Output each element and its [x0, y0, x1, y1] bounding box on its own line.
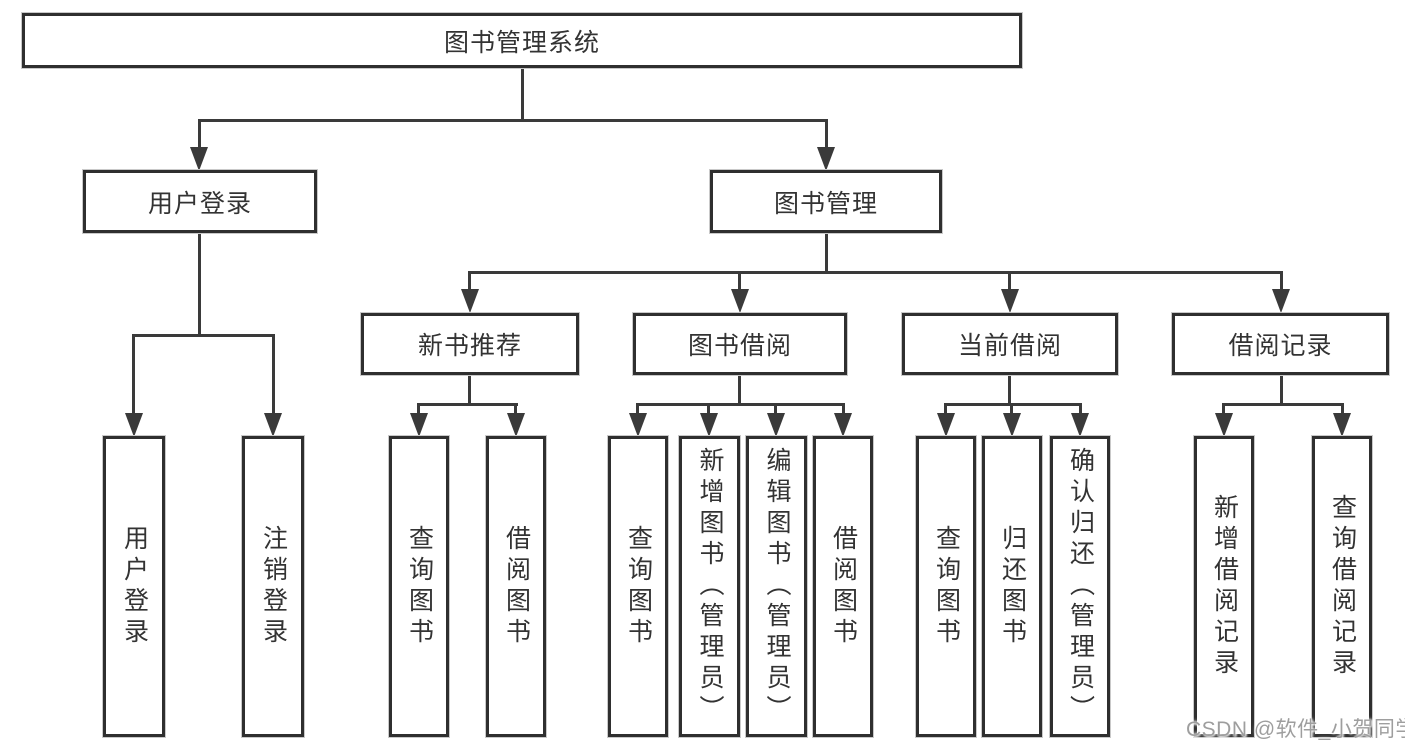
connector-line [468, 271, 1283, 274]
arrowhead-icon [461, 289, 479, 313]
connector-line [1222, 403, 1225, 415]
leaf-query-books-current: 查询图书 [916, 436, 976, 737]
arrowhead-icon [190, 147, 208, 171]
arrowhead-icon [1003, 413, 1021, 437]
node-new-book-recommendation: 新书推荐 [361, 313, 579, 375]
leaf-logout: 注销登录 [242, 436, 304, 737]
node-label: 图书管理 [773, 189, 878, 218]
leaf-return-books: 归还图书 [982, 436, 1042, 737]
connector-line [417, 403, 420, 415]
connector-line [198, 119, 201, 149]
leaf-label: 新增图书（管理员） [696, 447, 724, 726]
node-label: 图书借阅 [687, 332, 792, 360]
connector-line [272, 334, 275, 415]
node-label: 借阅记录 [1228, 332, 1333, 360]
connector-line [944, 403, 947, 415]
connector-line [132, 334, 275, 337]
node-book-borrowing: 图书借阅 [633, 313, 847, 375]
connector-line [417, 403, 518, 406]
leaf-label: 编辑图书（管理员） [763, 447, 791, 726]
arrowhead-icon [731, 289, 749, 313]
leaf-query-borrow-record: 查询借阅记录 [1312, 436, 1372, 737]
connector-line [132, 334, 135, 415]
arrowhead-icon [264, 413, 282, 437]
node-label: 新书推荐 [417, 332, 522, 360]
connector-line [738, 271, 741, 292]
connector-line [1280, 373, 1283, 406]
arrowhead-icon [629, 413, 647, 437]
node-book-management: 图书管理 [710, 170, 942, 233]
leaf-borrow-books-borrowing: 借阅图书 [813, 436, 873, 737]
connector-line [842, 403, 845, 415]
leaf-label: 查询图书 [405, 524, 434, 649]
connector-line [944, 403, 1082, 406]
leaf-confirm-return-admin: 确认归还（管理员） [1050, 436, 1110, 737]
connector-line [514, 403, 517, 415]
connector-line [825, 119, 828, 149]
connector-line [774, 403, 777, 415]
leaf-label: 查询图书 [624, 524, 653, 649]
connector-line [636, 403, 845, 406]
leaf-borrow-books-recommend: 借阅图书 [486, 436, 546, 737]
node-label: 用户登录 [147, 189, 252, 218]
connector-line [825, 231, 828, 273]
leaf-edit-books-admin: 编辑图书（管理员） [746, 436, 807, 737]
node-library-management-system: 图书管理系统 [22, 13, 1022, 68]
leaf-label: 查询图书 [932, 524, 961, 649]
connector-line [738, 373, 741, 406]
arrowhead-icon [125, 413, 143, 437]
leaf-label: 新增借阅记录 [1210, 493, 1239, 680]
connector-line [1008, 271, 1011, 292]
arrowhead-icon [834, 413, 852, 437]
connector-line [1222, 403, 1344, 406]
leaf-user-login: 用户登录 [103, 436, 165, 737]
leaf-query-books-recommend: 查询图书 [389, 436, 449, 737]
leaf-query-books-borrowing: 查询图书 [608, 436, 668, 737]
arrowhead-icon [700, 413, 718, 437]
csdn-watermark: CSDN @软件_小贺同学 [1186, 718, 1405, 741]
arrowhead-icon [507, 413, 525, 437]
leaf-add-books-admin: 新增图书（管理员） [679, 436, 740, 737]
connector-line [1079, 403, 1082, 415]
arrowhead-icon [1215, 413, 1233, 437]
leaf-label: 确认归还（管理员） [1066, 447, 1095, 726]
arrowhead-icon [767, 413, 785, 437]
leaf-label: 借阅图书 [502, 524, 531, 649]
connector-line [1341, 403, 1344, 415]
node-current-borrowing: 当前借阅 [902, 313, 1118, 375]
leaf-label: 用户登录 [120, 524, 149, 649]
connector-line [707, 403, 710, 415]
leaf-label: 借阅图书 [829, 524, 858, 649]
arrowhead-icon [937, 413, 955, 437]
arrowhead-icon [410, 413, 428, 437]
arrowhead-icon [1333, 413, 1351, 437]
connector-line [1280, 271, 1283, 292]
connector-line [468, 373, 471, 406]
connector-line [1010, 403, 1013, 415]
connector-line [1008, 373, 1011, 406]
node-user-login: 用户登录 [83, 170, 317, 233]
arrowhead-icon [817, 147, 835, 171]
leaf-label: 归还图书 [998, 524, 1027, 649]
node-label: 当前借阅 [957, 332, 1062, 360]
arrowhead-icon [1071, 413, 1089, 437]
leaf-label: 注销登录 [259, 524, 288, 649]
node-label: 图书管理系统 [443, 28, 600, 57]
arrowhead-icon [1272, 289, 1290, 313]
arrowhead-icon [1001, 289, 1019, 313]
node-borrowing-records: 借阅记录 [1172, 313, 1389, 375]
connector-line [521, 66, 524, 121]
leaf-label: 查询借阅记录 [1328, 493, 1357, 680]
connector-line [468, 271, 471, 292]
leaf-add-borrow-record: 新增借阅记录 [1194, 436, 1254, 737]
connector-line [198, 119, 828, 122]
connector-line [636, 403, 639, 415]
connector-line [198, 231, 201, 337]
